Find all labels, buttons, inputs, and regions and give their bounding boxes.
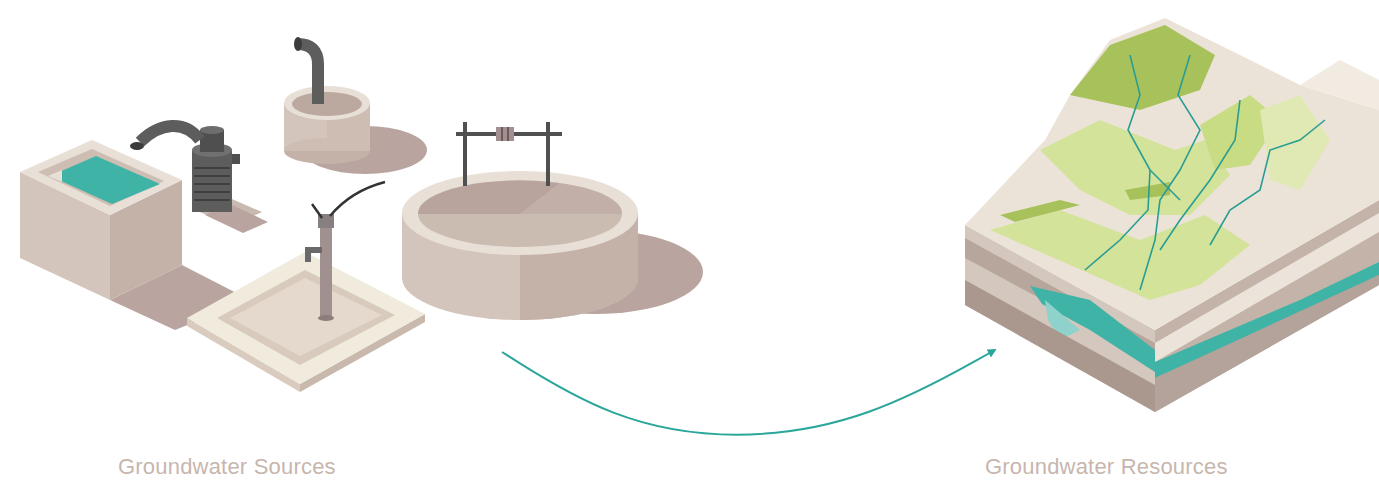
group-caption: Groundwater Resources — [985, 454, 1228, 480]
motor-pump — [130, 126, 268, 233]
dug-well — [284, 37, 427, 174]
source-group: Groundwater Sources — [0, 20, 502, 485]
group-caption: Groundwater Sources — [118, 454, 336, 480]
open-well — [402, 122, 703, 320]
aquifer-block — [965, 18, 1379, 412]
flow-arrow — [502, 350, 995, 435]
hand-pump — [187, 182, 425, 392]
water-tank — [20, 140, 250, 330]
resource-group: Groundwater Resources — [995, 20, 1379, 485]
